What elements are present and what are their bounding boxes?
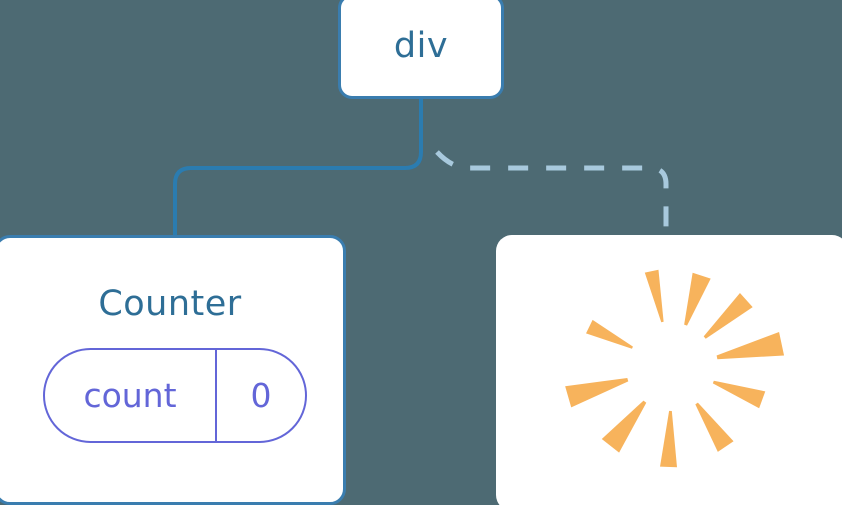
burst-ray-5 [712,380,766,409]
node-burst[interactable] [496,235,842,505]
burst-ray-6 [695,402,734,452]
burst-ray-7 [660,410,677,468]
burst-ray-group [565,269,785,468]
node-counter-label: Counter [98,284,242,324]
burst-ray-9 [565,377,629,408]
node-counter[interactable]: Counter count 0 [0,235,346,505]
state-pill-divider [215,350,217,441]
state-pill-key: count [83,376,177,415]
burst-ray-10 [586,319,633,349]
node-div[interactable]: div [338,0,504,99]
burst-ray-4 [716,331,785,360]
sparkle-burst-icon [565,269,785,468]
burst-ray-3 [703,293,753,339]
edge-div-to-burst [435,150,669,236]
burst-ray-8 [601,400,647,453]
node-div-label: div [393,26,449,66]
burst-ray-1 [644,269,664,323]
burst-ray-2 [684,272,711,326]
edge-div-to-counter [173,97,423,238]
state-pill-count[interactable]: count 0 [43,348,307,443]
state-pill-key-cell: count [45,350,215,441]
state-pill-value: 0 [250,376,272,415]
state-pill-value-cell: 0 [217,350,305,441]
